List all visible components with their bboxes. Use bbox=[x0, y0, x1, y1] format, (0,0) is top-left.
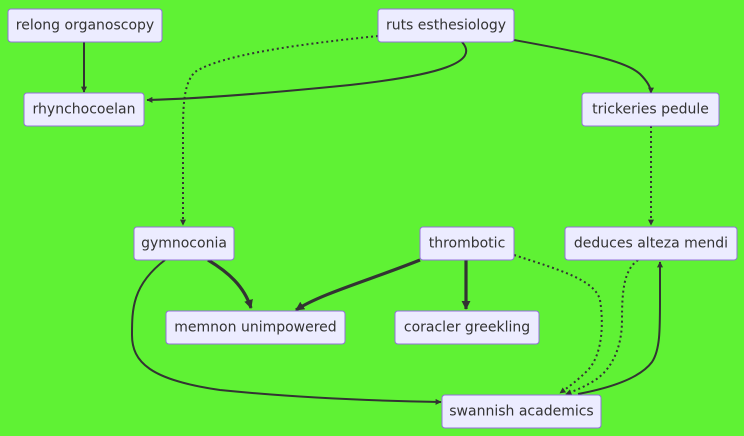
node-label-ruts-esthesiology: ruts esthesiology bbox=[386, 18, 506, 34]
node-label-trickeries-pedule: trickeries pedule bbox=[592, 102, 709, 118]
edges-layer bbox=[81, 35, 663, 405]
node-relong-organoscopy[interactable]: relong organoscopy bbox=[7, 8, 163, 43]
node-gymnoconia[interactable]: gymnoconia bbox=[133, 226, 235, 261]
node-label-gymnoconia: gymnoconia bbox=[141, 236, 227, 252]
node-deduces-alteza-mendi[interactable]: deduces alteza mendi bbox=[564, 226, 738, 261]
node-memnon-unimpowered[interactable]: memnon unimpowered bbox=[165, 310, 346, 345]
node-label-swannish-academics: swannish academics bbox=[449, 404, 593, 420]
node-label-deduces-alteza-mendi: deduces alteza mendi bbox=[574, 236, 728, 252]
node-ruts-esthesiology[interactable]: ruts esthesiology bbox=[377, 8, 515, 43]
node-label-coracler-greekling: coracler greekling bbox=[404, 320, 530, 336]
edge-thrombotic-to-swannish-academics bbox=[513, 254, 603, 394]
node-label-memnon-unimpowered: memnon unimpowered bbox=[174, 320, 336, 336]
node-label-rhynchocoelan: rhynchocoelan bbox=[33, 102, 136, 118]
edge-ruts-esthesiology-to-rhynchocoelan bbox=[146, 41, 468, 103]
nodes-layer: relong organoscopy ruts esthesiology rhy… bbox=[7, 8, 738, 429]
node-thrombotic[interactable]: thrombotic bbox=[419, 226, 515, 261]
node-trickeries-pedule[interactable]: trickeries pedule bbox=[581, 92, 720, 127]
edge-thrombotic-to-memnon-unimpowered bbox=[295, 258, 421, 312]
edge-ruts-esthesiology-to-trickeries-pedule bbox=[513, 39, 654, 94]
node-label-relong-organoscopy: relong organoscopy bbox=[16, 18, 154, 34]
edge-deduces-alteza-mendi-to-swannish-academics bbox=[565, 259, 639, 395]
edge-gymnoconia-to-memnon-unimpowered bbox=[207, 258, 253, 309]
node-label-thrombotic: thrombotic bbox=[429, 236, 506, 252]
edge-swannish-academics-to-deduces-alteza-mendi bbox=[577, 261, 663, 395]
node-swannish-academics[interactable]: swannish academics bbox=[441, 394, 602, 429]
edge-gymnoconia-to-swannish-academics bbox=[130, 259, 442, 405]
node-rhynchocoelan[interactable]: rhynchocoelan bbox=[23, 92, 145, 127]
edge-ruts-esthesiology-to-gymnoconia bbox=[180, 35, 379, 226]
node-coracler-greekling[interactable]: coracler greekling bbox=[394, 310, 540, 345]
